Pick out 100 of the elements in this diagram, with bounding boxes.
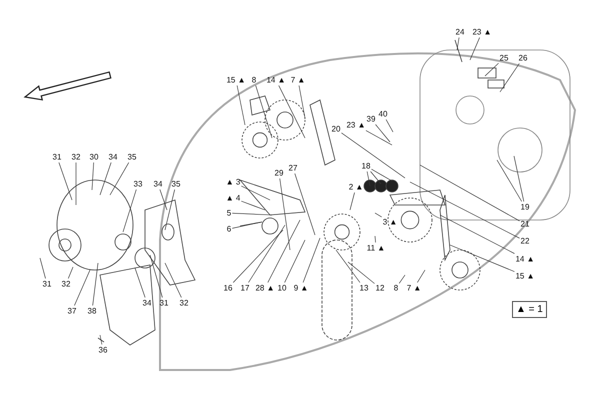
leader-line [110, 162, 130, 196]
callout-number: ▲ 3 [226, 178, 240, 186]
leader-line [164, 189, 175, 230]
leader-line [236, 85, 246, 126]
leader-line [440, 214, 515, 254]
leader-line [278, 85, 306, 138]
leader-line [92, 262, 98, 306]
callout-number: 23 ▲ [472, 28, 492, 36]
leader-line [232, 222, 262, 229]
leader-line [58, 162, 72, 200]
leader-line [160, 189, 168, 210]
callout-number: 3 ▲ [382, 218, 398, 226]
leader-line [68, 266, 74, 279]
leader-line [366, 171, 370, 186]
callout-number: 19 [520, 202, 530, 212]
leader-line [450, 244, 515, 272]
callout-number: 33 [134, 180, 142, 188]
leader-line [374, 212, 382, 218]
leader-line [398, 274, 406, 284]
leader-line [268, 220, 300, 283]
leader-line [341, 132, 406, 178]
callout-number: 34 [154, 180, 162, 188]
leader-line [336, 250, 360, 283]
leader-line [100, 162, 112, 196]
callout-number: 28 ▲ [255, 284, 275, 292]
leader-line [255, 85, 272, 138]
leader-line [279, 178, 290, 250]
callout-number: 14 ▲ [515, 254, 535, 264]
leader-line [514, 156, 524, 202]
callout-number: 11 ▲ [366, 244, 386, 252]
callout-number: 6 [226, 224, 232, 234]
leader-line [232, 230, 284, 283]
leader-line [74, 270, 90, 306]
callout-number: 32 [180, 298, 188, 308]
callout-number: 14 ▲ [266, 76, 286, 84]
quantity-note: ▲ = 1 [512, 301, 547, 318]
callout-number: 26 [518, 54, 528, 62]
leader-line [470, 37, 480, 60]
leader-line [294, 173, 316, 236]
callout-number: 29 [274, 168, 284, 178]
callout-number: 2 ▲ [348, 182, 364, 192]
leader-line [410, 182, 520, 238]
callout-number: 7 ▲ [406, 284, 422, 292]
leader-line [366, 130, 392, 146]
leader-line [371, 168, 392, 182]
callout-number: 25 [500, 54, 508, 62]
callout-number: 8 [394, 284, 398, 292]
callout-number: 12 [376, 284, 384, 292]
callout-number: 8 [252, 76, 256, 84]
callout-number: 38 [88, 306, 96, 316]
callout-number: 34 [108, 152, 118, 162]
leader-line [100, 334, 102, 345]
leader-line [241, 186, 270, 200]
callout-number: 23 ▲ [346, 120, 366, 130]
leader-line [302, 238, 320, 283]
leader-line [348, 262, 375, 284]
callout-number: 9 ▲ [294, 284, 308, 292]
callout-number: 21 [520, 220, 530, 228]
leader-line [500, 63, 520, 92]
callout-number: 15 ▲ [226, 76, 246, 84]
callout-number: 18 [362, 162, 370, 170]
callout-number: 34 [142, 298, 152, 308]
leader-line [134, 268, 146, 298]
callout-number: 30 [90, 152, 98, 162]
leader-line [484, 62, 499, 76]
leader-line [417, 270, 426, 283]
callout-number: 32 [72, 152, 80, 162]
callout-number: 15 ▲ [515, 272, 535, 280]
leader-line [375, 124, 390, 142]
callout-number: 7 ▲ [290, 76, 306, 84]
callout-number: 31 [52, 152, 62, 162]
callout-number: 24 [456, 28, 464, 36]
leader-line [350, 192, 355, 210]
callout-number: 40 [378, 110, 388, 118]
callout-number: 39 [366, 114, 376, 124]
callout-number: 5 [226, 208, 232, 218]
leader-line [370, 171, 382, 184]
leader-line [284, 240, 306, 283]
callout-number: 10 [278, 284, 286, 292]
callout-number: ▲ 4 [226, 194, 240, 202]
leader-line [386, 119, 394, 132]
leader-line [150, 254, 163, 298]
callout-number: 31 [160, 298, 168, 308]
callout-number: 32 [62, 280, 70, 288]
callout-number: 16 [224, 284, 232, 292]
leader-line [420, 164, 520, 222]
leader-line [232, 212, 272, 216]
callout-number: 35 [128, 152, 136, 162]
leader-line [298, 85, 306, 118]
callout-number: 20 [332, 124, 340, 134]
leader-line [164, 262, 182, 298]
leader-line [40, 258, 46, 279]
leader-line [92, 162, 94, 190]
leader-line [496, 160, 522, 202]
callout-number: 13 [360, 284, 368, 292]
leader-line [241, 200, 266, 210]
callout-number: 17 [240, 284, 250, 292]
leader-line [456, 37, 460, 50]
callout-number: 36 [98, 346, 108, 354]
leader-line [122, 189, 137, 232]
